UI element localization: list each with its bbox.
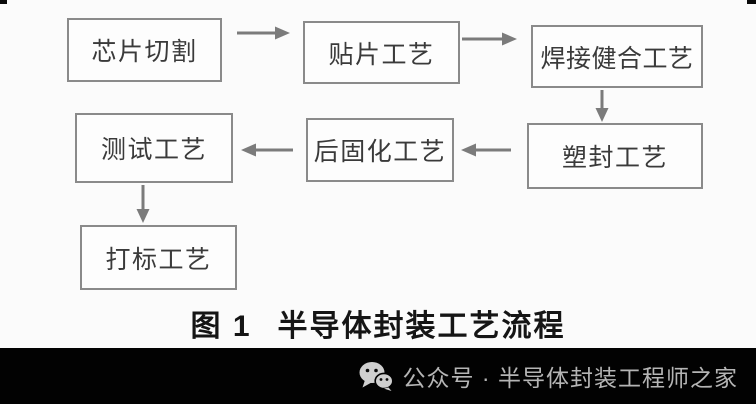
flow-node-label: 焊接健合工艺 (540, 44, 694, 73)
figure-caption: 图 1 半导体封装工艺流程 (0, 301, 756, 345)
flow-node-label: 测试工艺 (100, 136, 207, 164)
arrow-testing-to-marking (136, 185, 150, 223)
arrow-post-cure-to-testing (241, 143, 293, 157)
flow-node-label: 塑封工艺 (561, 144, 668, 172)
flow-node-marking: 打标工艺 (80, 225, 237, 290)
flow-node-molding: 塑封工艺 (527, 123, 703, 189)
top-right-edge-artifact (747, 0, 756, 4)
flow-node-label: 打标工艺 (105, 245, 212, 274)
flow-node-wire-bonding: 焊接健合工艺 (531, 25, 703, 88)
flow-node-label: 后固化工艺 (313, 138, 447, 166)
figure-title: 半导体封装工艺流程 (277, 310, 566, 343)
flow-node-label: 芯片切割 (91, 38, 198, 66)
flow-node-chip-dicing: 芯片切割 (67, 18, 222, 82)
watermark-text: 公众号 · 半导体封装工程师之家 (402, 365, 738, 391)
flow-node-post-cure: 后固化工艺 (306, 118, 454, 182)
arrow-chip-dicing-to-die-attach (237, 26, 290, 40)
arrow-wire-bonding-to-molding (595, 90, 609, 122)
flow-node-label: 贴片工艺 (328, 40, 435, 69)
flow-node-testing: 测试工艺 (75, 113, 233, 183)
watermark-bar: 公众号 · 半导体封装工程师之家 (0, 348, 756, 404)
process-flow-diagram: 芯片切割 贴片工艺 焊接健合工艺 塑封工艺 后固化工艺 测试工艺 打标工艺 (67, 18, 703, 290)
top-left-edge-artifact (0, 0, 7, 4)
flow-node-die-attach: 贴片工艺 (303, 21, 460, 84)
wechat-icon (359, 362, 393, 391)
arrow-die-attach-to-wire-bonding (462, 32, 517, 46)
figure-number: 图 1 (190, 310, 252, 343)
arrow-molding-to-post-cure (461, 143, 511, 157)
